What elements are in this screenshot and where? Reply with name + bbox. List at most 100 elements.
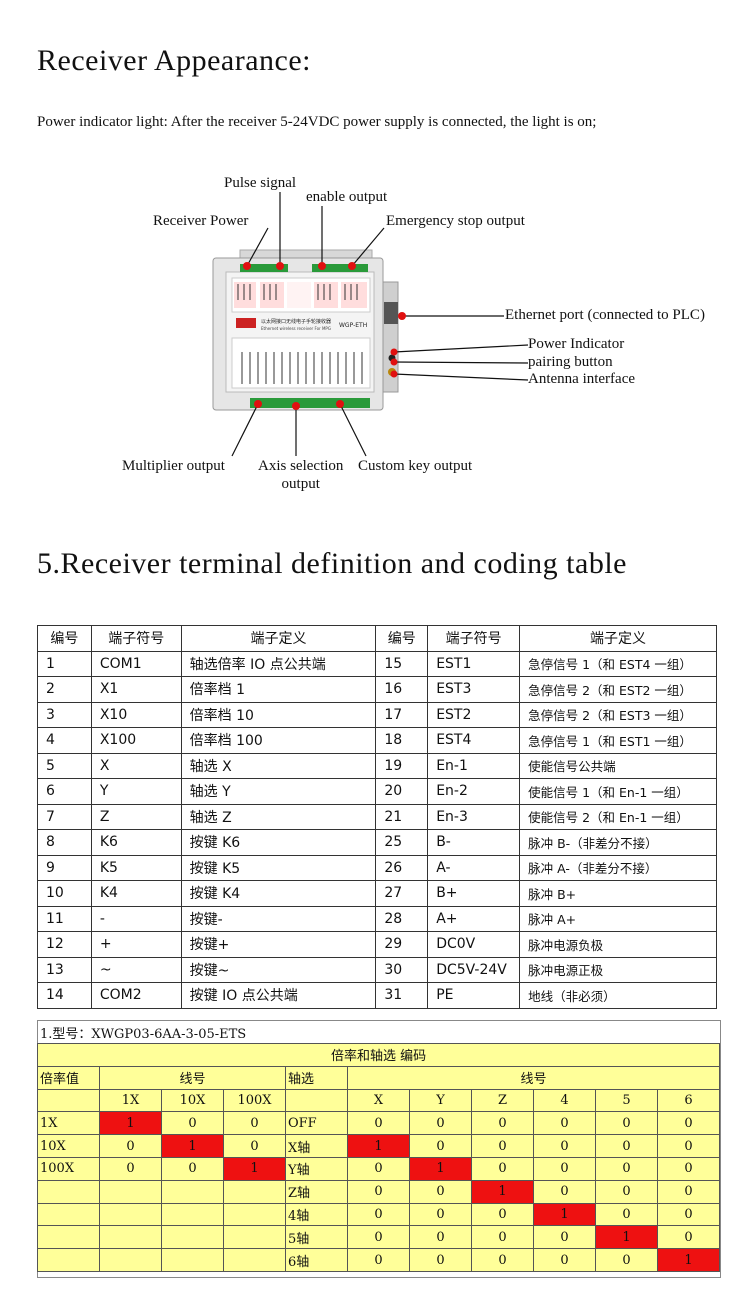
terminal-cell-symbol-2: En-2 <box>427 778 521 805</box>
label-antenna: Antenna interface <box>528 371 636 387</box>
axis-code-cell: 0 <box>409 1111 472 1136</box>
empty-cell <box>99 1225 162 1250</box>
empty-cell <box>37 1248 100 1272</box>
terminal-cell-no-2: 19 <box>375 752 429 779</box>
terminal-cell-definition-2: 使能信号 1（和 En-1 一组） <box>519 778 717 805</box>
axis-code-cell: 0 <box>471 1225 534 1250</box>
terminal-cell-symbol-2: EST4 <box>427 727 521 754</box>
terminal-cell-definition-2: 地线（非必须） <box>519 982 717 1009</box>
terminal-header-row: 编号 端子符号 端子定义 编号 端子符号 端子定义 <box>37 625 717 652</box>
terminal-cell-definition: 按键 K6 <box>180 829 377 856</box>
terminal-cell-definition: 按键 K5 <box>180 854 377 881</box>
terminal-cell-no: 8 <box>37 829 92 856</box>
terminal-cell-no-2: 29 <box>375 931 429 958</box>
axis-code-cell: 0 <box>595 1134 658 1158</box>
terminal-cell-symbol: X <box>90 752 182 779</box>
terminal-cell-no-2: 15 <box>375 650 429 677</box>
empty-cell <box>223 1202 286 1227</box>
axis-code-cell: 0 <box>656 1225 721 1250</box>
terminal-cell-definition-2: 急停信号 2（和 EST3 一组） <box>519 701 717 728</box>
label-multiplier-output: Multiplier output <box>122 458 225 474</box>
label-pulse-signal: Pulse signal <box>224 175 297 191</box>
axis-code-cell: 0 <box>471 1134 534 1158</box>
empty-cell <box>223 1225 286 1250</box>
terminal-cell-no: 10 <box>37 880 92 907</box>
axis-code-cell: 0 <box>595 1111 658 1136</box>
terminal-cell-no-2: 26 <box>375 854 429 881</box>
terminal-cell-symbol-2: En-3 <box>427 803 521 830</box>
device-diagram: 以太网接口无线电子手轮接收器 Ethernet wireless receive… <box>212 192 529 457</box>
terminal-cell-symbol-2: B+ <box>427 880 521 907</box>
empty-cell <box>161 1225 224 1250</box>
terminal-cell-definition-2: 脉冲电源负极 <box>519 931 717 958</box>
terminal-cell-symbol: X10 <box>90 701 182 728</box>
rate-code-cell: 0 <box>223 1134 286 1158</box>
terminal-cell-no-2: 25 <box>375 829 429 856</box>
rate-col-header: 1X <box>99 1088 162 1113</box>
terminal-cell-symbol: X1 <box>90 676 182 703</box>
terminal-cell-no: 5 <box>37 752 92 779</box>
terminal-cell-no-2: 16 <box>375 676 429 703</box>
empty-cell <box>223 1179 286 1204</box>
terminal-cell-no-2: 18 <box>375 727 429 754</box>
terminal-cell-no: 4 <box>37 727 92 754</box>
terminal-cell-definition: 轴选 Z <box>180 803 377 830</box>
rate-code-cell: 1 <box>161 1134 224 1158</box>
axis-row-name: X轴 <box>285 1134 348 1158</box>
terminal-cell-symbol: COM2 <box>90 982 182 1009</box>
terminal-cell-definition: 按键 K4 <box>180 880 377 907</box>
axis-code-cell: 0 <box>347 1248 410 1272</box>
terminal-cell-no: 6 <box>37 778 92 805</box>
empty-cell <box>37 1202 100 1227</box>
rate-code-cell: 0 <box>99 1134 162 1158</box>
axis-row-name: Y轴 <box>285 1156 348 1181</box>
terminal-cell-definition: 按键- <box>180 905 377 932</box>
leader-lines <box>231 192 529 457</box>
axis-row-name: 5轴 <box>285 1225 348 1250</box>
terminal-cell-definition-2: 脉冲 B-（非差分不接） <box>519 829 717 856</box>
empty-cell <box>37 1088 100 1113</box>
terminal-cell-symbol: + <box>90 931 182 958</box>
axis-line-label: 线号 <box>346 1065 721 1090</box>
axis-code-cell: 0 <box>656 1156 721 1181</box>
rate-col-header: 100X <box>223 1088 286 1113</box>
axis-code-cell: 0 <box>595 1202 658 1227</box>
axis-code-cell: 1 <box>471 1179 534 1204</box>
terminal-cell-definition: 倍率档 1 <box>180 676 377 703</box>
terminal-cell-no-2: 30 <box>375 956 429 983</box>
terminal-cell-symbol-2: EST1 <box>427 650 521 677</box>
axis-code-cell: 0 <box>656 1134 721 1158</box>
th-no: 编号 <box>37 625 92 652</box>
terminal-cell-symbol-2: A- <box>427 854 521 881</box>
empty-cell <box>99 1179 162 1204</box>
axis-code-cell: 0 <box>347 1225 410 1250</box>
terminal-cell-no: 12 <box>37 931 92 958</box>
axis-col-header: 4 <box>533 1088 596 1113</box>
terminal-cell-no-2: 21 <box>375 803 429 830</box>
terminal-cell-symbol: K5 <box>90 854 182 881</box>
rate-code-cell: 0 <box>223 1111 286 1136</box>
terminal-cell-definition-2: 脉冲 A-（非差分不接） <box>519 854 717 881</box>
axis-code-cell: 0 <box>409 1202 472 1227</box>
terminal-cell-no: 3 <box>37 701 92 728</box>
terminal-cell-symbol: Z <box>90 803 182 830</box>
axis-col-header: 5 <box>595 1088 658 1113</box>
indicator-dots <box>243 262 406 410</box>
terminal-cell-definition-2: 使能信号 2（和 En-1 一组） <box>519 803 717 830</box>
